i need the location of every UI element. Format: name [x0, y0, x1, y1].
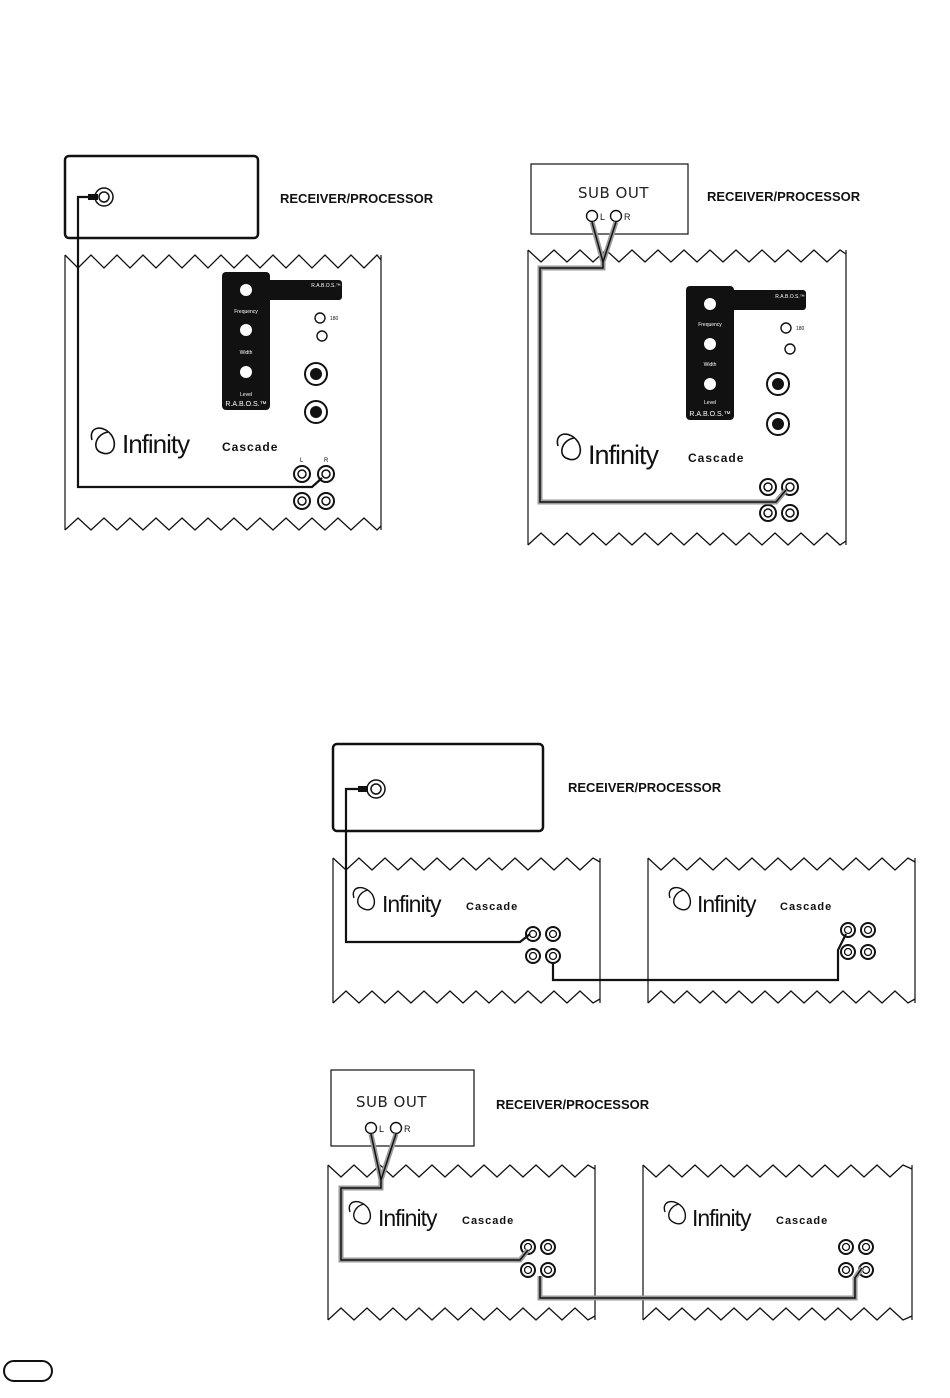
svg-text:180: 180	[796, 326, 805, 332]
sub-panel-top-edge	[64, 254, 382, 269]
receiver-box	[63, 154, 260, 240]
svg-text:Cascade: Cascade	[462, 1215, 514, 1227]
svg-text:Cascade: Cascade	[466, 901, 518, 913]
cable-lfe-to-sub1	[344, 787, 531, 944]
svg-text:R.A.B.O.S.™: R.A.B.O.S.™	[775, 294, 804, 300]
receiver-label-3: RECEIVER/PROCESSOR	[568, 780, 722, 795]
svg-text:Infinity: Infinity	[692, 1205, 752, 1231]
rca-jack-lfe	[88, 187, 114, 207]
model-cascade: Cascade	[222, 440, 278, 454]
phase-switches: 180	[314, 312, 339, 342]
svg-text:L: L	[300, 458, 304, 464]
rca-inputs-panel: L R	[293, 458, 335, 510]
receiver-box-subout	[530, 163, 689, 235]
svg-text:Infinity: Infinity	[378, 1205, 438, 1231]
rabos-label: R.A.B.O.S.™	[225, 401, 266, 408]
svg-text:Width: Width	[704, 362, 717, 368]
receiver-label-1: RECEIVER/PROCESSOR	[280, 191, 434, 206]
svg-text:R: R	[404, 1124, 411, 1134]
label-width: Width	[240, 350, 253, 356]
svg-text:Frequency: Frequency	[698, 322, 722, 328]
page-number-badge	[3, 1360, 53, 1382]
infinity-logo-2: Infinity Cascade	[556, 433, 744, 470]
svg-text:Cascade: Cascade	[780, 901, 832, 913]
svg-text:R.A.B.O.S.™: R.A.B.O.S.™	[689, 411, 730, 418]
rabos-control-strip-2: Frequency Width Level R.A.B.O.S.™ R.A.B.…	[686, 286, 806, 420]
label-frequency: Frequency	[234, 309, 258, 315]
subout-jacks: L R	[585, 209, 631, 223]
svg-text:L: L	[600, 212, 605, 222]
label-level: Level	[240, 392, 252, 398]
svg-text:L: L	[379, 1124, 384, 1134]
receiver-label-4: RECEIVER/PROCESSOR	[496, 1097, 650, 1112]
receiver-label-2: RECEIVER/PROCESSOR	[707, 189, 861, 204]
cable-sub1-to-sub2	[551, 933, 847, 982]
sub-out-label-4: SUB OUT	[356, 1093, 428, 1111]
brand-infinity: Infinity	[122, 429, 190, 459]
svg-text:R: R	[624, 212, 631, 222]
cable-lfe	[76, 195, 323, 489]
infinity-logo: Infinity Cascade	[90, 427, 278, 459]
cable-y-dual	[338, 1133, 530, 1263]
svg-text:Cascade: Cascade	[688, 451, 744, 465]
svg-text:Infinity: Infinity	[382, 891, 442, 917]
sub-panel-bottom-edge	[64, 517, 382, 531]
cable-sub3-to-sub4	[537, 1266, 865, 1301]
sub-out-label-2: SUB OUT	[578, 184, 650, 202]
svg-text:180: 180	[330, 316, 339, 322]
svg-text:Level: Level	[704, 400, 716, 406]
svg-text:Infinity: Infinity	[697, 891, 757, 917]
rabos-control-strip: Frequency Width Level R.A.B.O.S.™ R.A.B.…	[222, 272, 342, 410]
svg-text:Cascade: Cascade	[776, 1215, 828, 1227]
svg-text:Infinity: Infinity	[588, 440, 660, 470]
svg-text:R.A.B.O.S.™: R.A.B.O.S.™	[311, 283, 340, 289]
gain-knobs	[304, 362, 328, 424]
svg-text:R: R	[324, 458, 329, 464]
